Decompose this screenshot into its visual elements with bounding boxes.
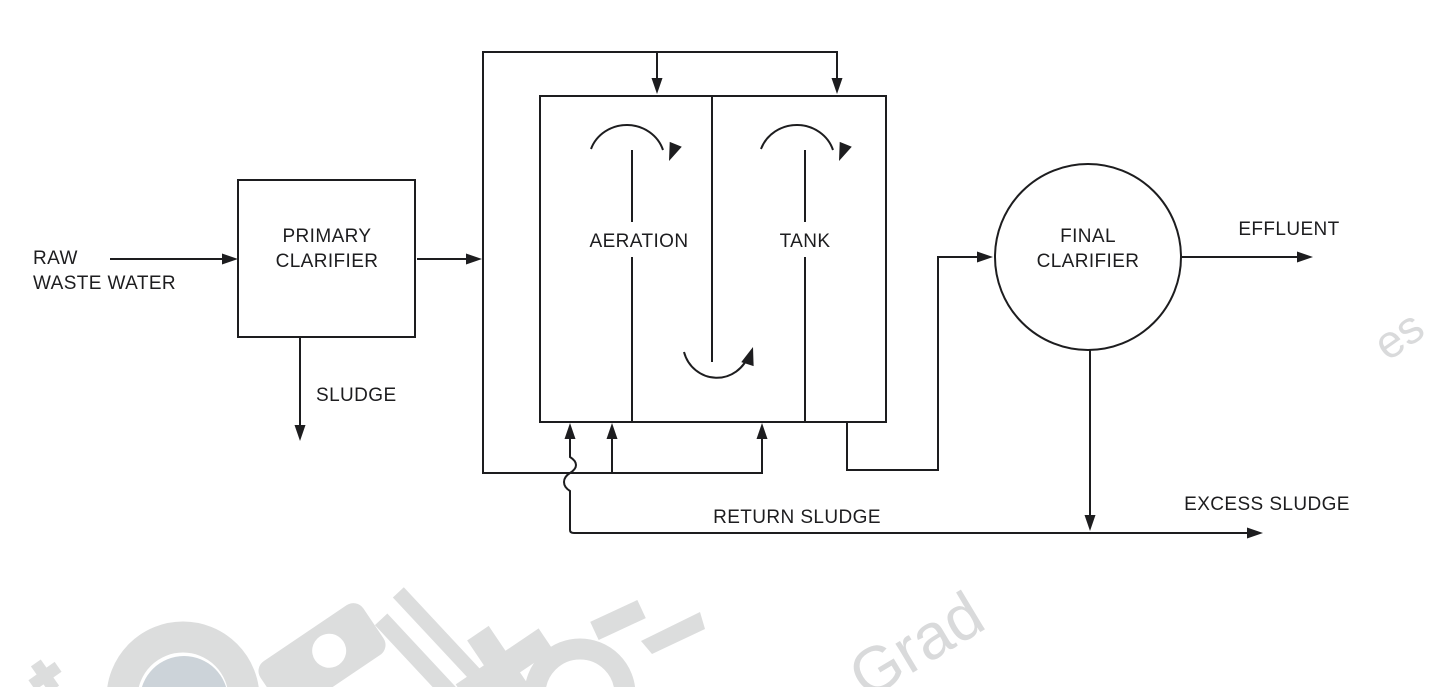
watermark-ring-center [141,656,227,687]
excess-sludge-label: EXCESS SLUDGE [1184,494,1350,515]
primary-clarifier-label: PRIMARY CLARIFIER [276,224,379,274]
primary-clarifier-box [237,179,416,338]
raw-waste-water-line2: WASTE WATER [33,273,177,294]
arrowhead-top-feed-right [831,78,843,94]
left-mixer-arc [590,124,664,151]
effluent-label: EFFLUENT [1238,219,1340,240]
watermark-block [258,603,386,687]
feed-header-path [482,51,838,474]
diagram-lines [110,51,1298,534]
final-clarifier-line2: CLARIFIER [1036,251,1140,272]
tank-label: TANK [779,231,831,252]
watermark-wedge [641,612,705,654]
primary-clarifier-line2: CLARIFIER [275,251,379,272]
return-sludge-riser [563,432,577,534]
final-clarifier-label: FINAL CLARIFIER [1037,224,1140,274]
arrowhead-right-mixer [839,141,852,161]
right-mixer-arc [760,124,834,151]
arrowhead-bottom-feed-right [756,423,768,439]
arrowhead-return-riser [564,423,576,439]
arrowhead-clarifier-inlet [977,251,993,263]
arrowhead-effluent [1297,251,1313,263]
watermark-letter-o [524,638,636,687]
final-clarifier-line1: FINAL [1060,226,1116,247]
arrowhead-bottom-feed-mid [606,423,618,439]
raw-waste-water-line1: RAW [33,248,78,269]
tank-outlet-path [846,256,978,471]
return-sludge-label: RETURN SLUDGE [713,507,881,528]
baffle-circulation-arc [683,351,750,379]
watermark-tail [590,599,646,641]
arrowhead-baffle-arc [741,347,754,367]
arrowhead-clarifier-drain [1084,515,1096,531]
primary-clarifier-line1: PRIMARY [282,226,372,247]
arrowhead-primary-outlet [466,253,482,265]
arrowheads [222,78,1313,539]
arrowhead-left-mixer [669,141,682,161]
arrowhead-primary-sludge [294,425,306,441]
watermark-logo-shapes [28,587,705,687]
aeration-label: AERATION [589,231,689,252]
raw-waste-water-label: RAW WASTE WATER [33,246,176,296]
arrowhead-top-feed-left [651,78,663,94]
arrowhead-excess-sludge [1247,527,1263,539]
watermark-ring [107,621,259,687]
sludge-label: SLUDGE [316,385,397,406]
arrowhead-raw-inlet [222,253,238,265]
